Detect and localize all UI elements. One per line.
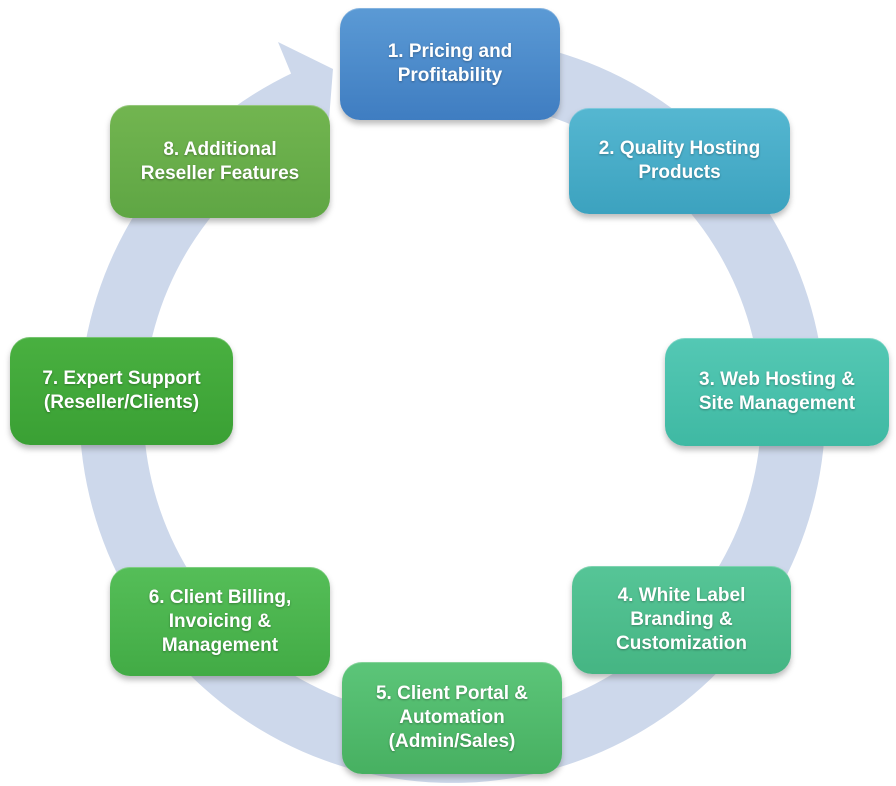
step-label: 4. White Label Branding & Customization: [616, 585, 747, 654]
step-6-client-billing-invoicing-management: 6. Client Billing, Invoicing & Managemen…: [110, 567, 330, 676]
step-label: 1. Pricing and Profitability: [387, 41, 513, 86]
step-label: 5. Client Portal & Automation (Admin/Sal…: [375, 683, 529, 752]
step-1-pricing-and-profitability: 1. Pricing and Profitability: [340, 8, 560, 120]
step-8-additional-reseller-features: 8. Additional Reseller Features: [110, 105, 330, 218]
step-label: 6. Client Billing, Invoicing & Managemen…: [148, 586, 292, 656]
step-label: 7. Expert Support (Reseller/Clients): [42, 368, 201, 413]
step-5-client-portal-automation: 5. Client Portal & Automation (Admin/Sal…: [342, 662, 562, 774]
step-label: 3. Web Hosting & Site Management: [698, 369, 856, 414]
step-3-web-hosting-site-management: 3. Web Hosting & Site Management: [665, 338, 889, 446]
step-label: 8. Additional Reseller Features: [140, 138, 300, 184]
step-2-quality-hosting-products: 2. Quality Hosting Products: [569, 108, 790, 214]
step-4-white-label-branding-customization: 4. White Label Branding & Customization: [572, 566, 791, 674]
step-7-expert-support: 7. Expert Support (Reseller/Clients): [10, 337, 233, 445]
step-label: 2. Quality Hosting Products: [598, 138, 761, 183]
